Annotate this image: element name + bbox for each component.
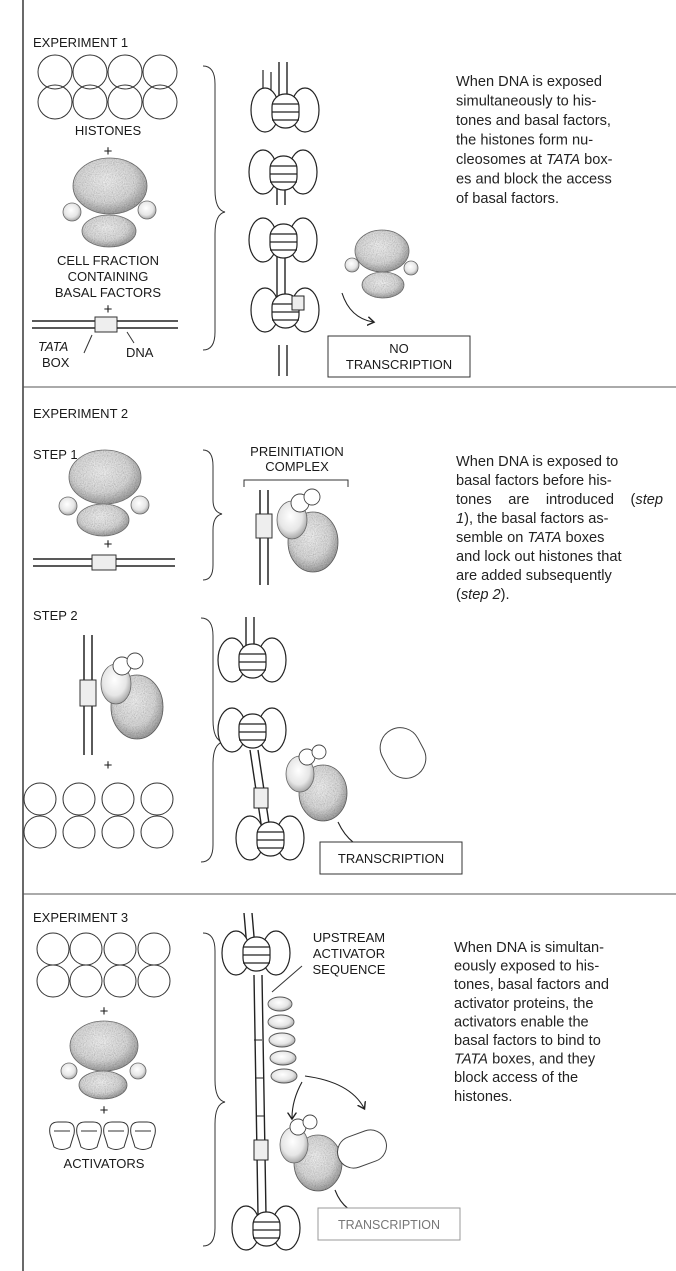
description-line: When DNA is exposed (456, 74, 602, 90)
plus-2b: + (104, 757, 113, 774)
plus-1b: + (104, 301, 113, 318)
experiment-1-description: When DNA is exposed simultaneously to his… (456, 74, 613, 207)
preinitiation-bracket (244, 480, 348, 487)
activator-stack-3 (268, 997, 297, 1083)
arrow-3a (292, 1082, 302, 1118)
upstream-line-2: ACTIVATOR (313, 946, 385, 961)
activators-label: ACTIVATORS (64, 1156, 145, 1171)
experiment-3-description: When DNA is simultan-eously exposed to h… (454, 940, 609, 1105)
description-line: cleosomes at TATA box- (456, 152, 613, 168)
description-line: eously exposed to his- (454, 959, 599, 975)
box-label-1: BOX (42, 355, 70, 370)
arrow-1 (342, 293, 373, 322)
preinitiation-complex (256, 489, 338, 585)
transcription-label-3: TRANSCRIPTION (338, 1218, 440, 1232)
description-line: and lock out histones that (456, 549, 622, 565)
description-line: activators enable the (454, 1014, 589, 1030)
description-line: When DNA is exposed to (456, 454, 618, 470)
description-line: basal factors before his- (456, 473, 612, 489)
preinitiation-line-2: COMPLEX (265, 459, 329, 474)
description-line: simultaneously to his- (456, 94, 596, 110)
histone-set-3 (37, 933, 170, 997)
plus-3b: + (100, 1102, 109, 1119)
histones-label: HISTONES (75, 123, 142, 138)
description-line: tones are introduced (step (456, 492, 663, 508)
upstream-line-3: SEQUENCE (313, 962, 386, 977)
description-line: When DNA is simultan- (454, 940, 604, 956)
brace-4 (203, 933, 225, 1246)
experiment-2-title: EXPERIMENT 2 (33, 406, 128, 421)
description-line: of basal factors. (456, 191, 559, 207)
description-line: are added subsequently (456, 568, 612, 584)
description-line: block access of the (454, 1070, 578, 1086)
description-line: tones and basal factors, (456, 113, 611, 129)
chromatin-1 (249, 62, 319, 376)
experiment-1: EXPERIMENT 1 HISTONES + CELL FRACTION CO… (32, 35, 613, 377)
description-line: activator proteins, the (454, 996, 594, 1012)
description-line: es and block the access (456, 172, 612, 188)
dna-with-tata-2 (33, 555, 175, 570)
cell-fraction-line-3: BASAL FACTORS (55, 285, 162, 300)
experiment-3-title: EXPERIMENT 3 (33, 910, 128, 925)
no-transcription-line-1: NO (389, 341, 409, 356)
arrow-3b (305, 1076, 364, 1108)
experiment-2: EXPERIMENT 2 STEP 1 + PREINITIATION COMP… (24, 406, 663, 874)
description-line: 1), the basal factors as- (456, 511, 609, 527)
tata-label-1: TATA (38, 339, 68, 354)
transcription-label-2: TRANSCRIPTION (338, 851, 444, 866)
dna-label-1: DNA (126, 345, 154, 360)
plus-2a: + (104, 536, 113, 553)
step-2-label: STEP 2 (33, 608, 78, 623)
description-line: the histones form nu- (456, 133, 593, 149)
chromatin-2 (218, 617, 347, 860)
cell-fraction-line-2: CONTAINING (68, 269, 149, 284)
brace-2 (203, 450, 222, 580)
histone-set-1 (38, 55, 177, 119)
no-transcription-line-2: TRANSCRIPTION (346, 357, 452, 372)
activator-protein-2 (373, 721, 433, 786)
experiment-1-title: EXPERIMENT 1 (33, 35, 128, 50)
basal-factors-blob-3 (61, 1021, 146, 1099)
basal-factors-blob-1 (63, 158, 156, 247)
activators-set (50, 1122, 156, 1150)
basal-factors-blob-2 (59, 450, 149, 536)
plus-1a: + (104, 143, 113, 160)
step-2-complex (80, 635, 163, 755)
description-line: tones, basal factors and (454, 977, 609, 993)
cell-fraction-line-1: CELL FRACTION (57, 253, 159, 268)
plus-3a: + (100, 1003, 109, 1020)
experiment-2-description: When DNA is exposed to basal factors befo… (456, 454, 663, 603)
description-line: TATA boxes, and they (454, 1052, 596, 1068)
description-line: (step 2). (456, 587, 510, 603)
free-basal-factors-1 (345, 230, 418, 298)
description-line: histones. (454, 1089, 512, 1105)
step-1-label: STEP 1 (33, 447, 78, 462)
upstream-line-1: UPSTREAM (313, 930, 385, 945)
experiment-3: EXPERIMENT 3 + + ACTIVATORS (33, 910, 609, 1250)
basal-complex-3 (280, 1115, 342, 1191)
histone-set-2 (24, 783, 173, 848)
preinitiation-line-1: PREINITIATION (250, 444, 344, 459)
description-line: basal factors to bind to (454, 1033, 601, 1049)
description-line: semble on TATA boxes (456, 530, 604, 546)
brace-1 (203, 66, 225, 350)
